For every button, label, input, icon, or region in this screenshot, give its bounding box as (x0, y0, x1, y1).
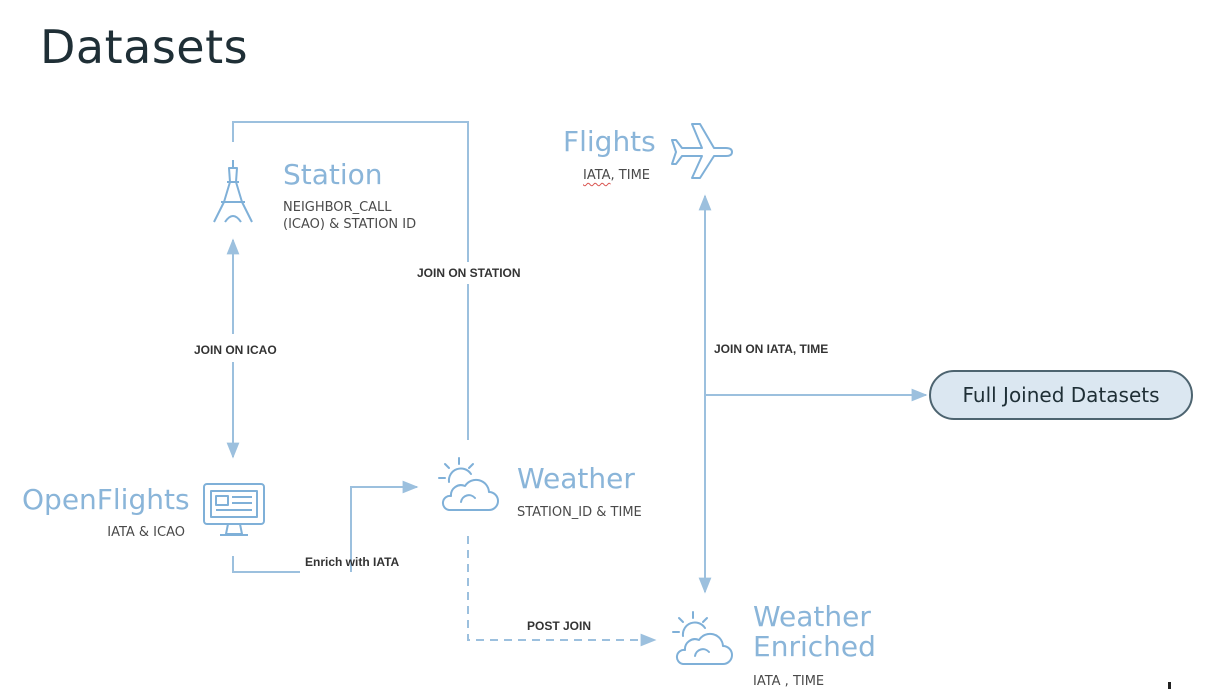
weather-title: Weather (517, 462, 635, 495)
eiffel-tower-icon (213, 160, 253, 223)
edge-enrich-right (350, 480, 419, 572)
flights-subtitle-iata: IATA (583, 168, 611, 183)
station-subtitle-line1: NEIGHBOR_CALL (283, 200, 392, 215)
edge-label-join-iata-time: JOIN ON IATA, TIME (714, 342, 829, 356)
edge-label-join-station: JOIN ON STATION (417, 266, 521, 280)
flights-title: Flights (563, 125, 656, 158)
edge-join-station-upper (232, 121, 469, 262)
full-joined-datasets-node: Full Joined Datasets (929, 370, 1193, 420)
monitor-icon (203, 483, 265, 536)
flights-subtitle-rest: , TIME (610, 168, 651, 183)
weather-enriched-title-line1: Weather (753, 600, 871, 633)
weather-enriched-title-line2: Enriched (753, 630, 876, 663)
edge-label-post-join: POST JOIN (527, 619, 592, 633)
openflights-subtitle: IATA & ICAO (107, 525, 185, 540)
edge-post-join (467, 536, 657, 647)
openflights-title: OpenFlights (22, 483, 190, 516)
edge-label-enrich-iata: Enrich with IATA (305, 555, 400, 569)
sun-cloud-icon (438, 457, 499, 511)
weather-enriched-subtitle: IATA , TIME (753, 674, 825, 689)
flights-subtitle: IATA, TIME (583, 167, 650, 184)
station-title: Station (283, 158, 383, 191)
weather-subtitle: STATION_ID & TIME (517, 505, 642, 520)
corner-mark (1168, 682, 1171, 689)
airplane-icon (671, 123, 733, 179)
sun-cloud-icon (672, 611, 733, 665)
edge-enrich-left (232, 556, 300, 573)
station-subtitle-line2: (ICAO) & STATION ID (283, 217, 417, 232)
page-title: Datasets (40, 20, 249, 74)
edge-label-join-icao: JOIN ON ICAO (194, 343, 277, 357)
